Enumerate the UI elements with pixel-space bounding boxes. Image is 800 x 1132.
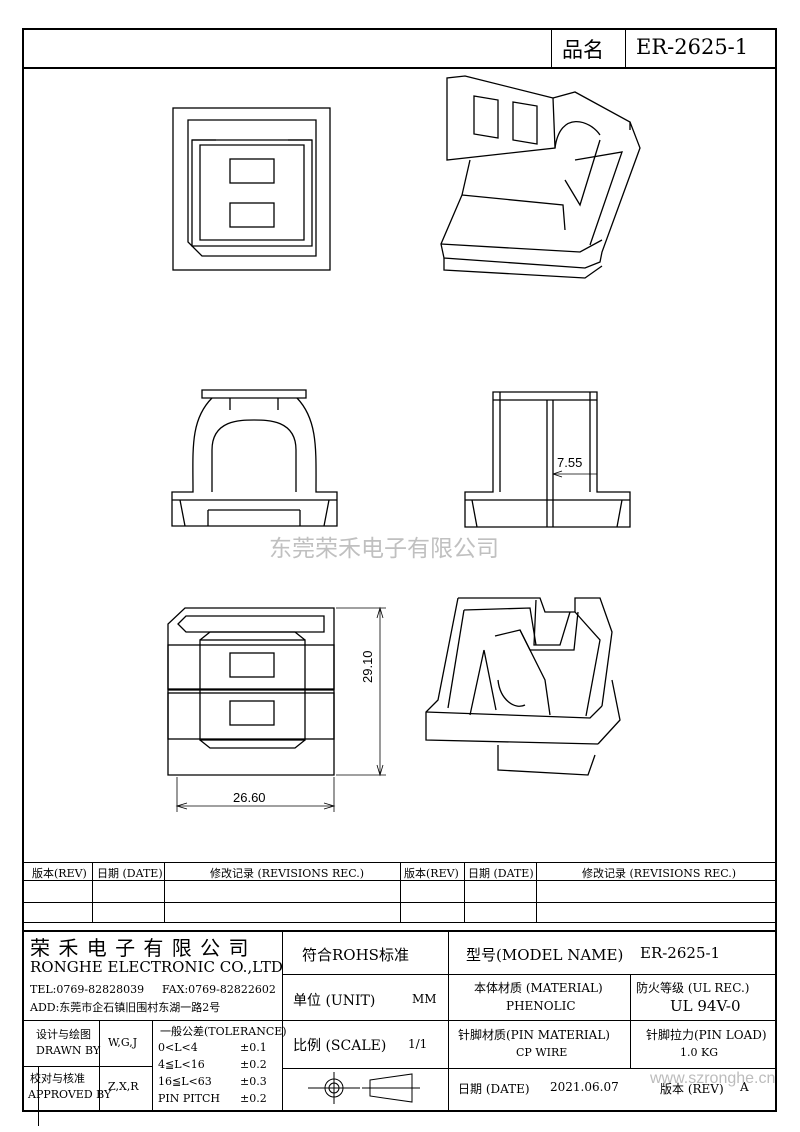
design-label: 设计与绘图 — [36, 1028, 91, 1041]
fire-rating-value: UL 94V-0 — [670, 997, 741, 1015]
company-name-cn: 荣 禾 电 子 有 限 公 司 — [30, 936, 250, 960]
company-fax: FAX:0769-82822602 — [162, 983, 276, 996]
title-block-divider — [99, 1020, 100, 1112]
company-tel: TEL:0769-82828039 — [30, 983, 145, 996]
unit-value: MM — [412, 992, 437, 1006]
watermark: 东莞荣禾电子有限公司 — [269, 535, 499, 561]
approved-by-label: APPROVED BY — [28, 1088, 112, 1101]
pin-load-value: 1.0 KG — [680, 1046, 718, 1059]
tolerance-value: ±0.1 — [240, 1041, 267, 1054]
unit-label: 单位 (UNIT) — [293, 993, 376, 1009]
version-value: A — [740, 1080, 749, 1094]
header-bottom-line — [22, 67, 777, 69]
side-view — [464, 391, 631, 528]
header-divider — [551, 28, 552, 68]
isometric-view-top — [440, 75, 641, 279]
model-label: 型号(MODEL NAME) — [466, 946, 624, 964]
rev-header-date: 日期 (DATE) — [97, 867, 163, 880]
check-label: 校对与核准 — [30, 1072, 85, 1085]
rev-header-date: 日期 (DATE) — [468, 867, 534, 880]
rev-table-divider — [536, 862, 537, 922]
tolerance-range: 4≦L<16 — [158, 1058, 205, 1071]
rev-table-line — [22, 902, 777, 903]
rev-table-line — [22, 880, 777, 881]
dimension-26-60 — [175, 777, 336, 812]
tolerance-value: ±0.2 — [240, 1092, 267, 1105]
isometric-view-bottom — [425, 597, 621, 776]
rohs-compliance: 符合ROHS标准 — [302, 946, 409, 964]
tolerance-title: 一般公差(TOLERANCE) — [160, 1025, 287, 1038]
title-block-divider — [152, 1020, 153, 1112]
rev-header-rev: 版本(REV) — [32, 867, 87, 880]
rev-header-record: 修改记录 (REVISIONS REC.) — [210, 867, 365, 880]
dimension-label-29-10: 29.10 — [360, 650, 375, 683]
material-value: PHENOLIC — [506, 999, 576, 1013]
signature-mark — [38, 1066, 39, 1126]
rev-table-divider — [92, 862, 93, 922]
date-value: 2021.06.07 — [550, 1080, 619, 1094]
pin-material-label: 针脚材质(PIN MATERIAL) — [458, 1028, 610, 1042]
version-label: 版本 (REV) — [660, 1082, 724, 1096]
scale-value: 1/1 — [408, 1037, 428, 1051]
title-block-line — [282, 1020, 777, 1021]
projection-symbol — [308, 1072, 420, 1104]
rev-table-divider — [164, 862, 165, 922]
product-name-value: ER-2625-1 — [636, 35, 749, 59]
drawing-frame — [22, 28, 777, 1112]
rev-table-divider — [464, 862, 465, 922]
rev-header-rev: 版本(REV) — [404, 867, 459, 880]
dimension-7-55 — [552, 470, 597, 478]
scale-label: 比例 (SCALE) — [293, 1038, 387, 1054]
rev-table-line — [22, 862, 777, 863]
fire-rating-label: 防火等级 (UL REC.) — [636, 981, 750, 995]
product-name-label: 品名 — [562, 38, 604, 62]
dimension-label-26-60: 26.60 — [233, 790, 266, 805]
drawn-by-value: W,G,J — [108, 1036, 138, 1049]
company-address: ADD:东莞市企石镇旧围村东湖一路2号 — [30, 1001, 221, 1014]
title-block-line — [22, 1066, 152, 1067]
model-value: ER-2625-1 — [640, 944, 721, 962]
bottom-view — [167, 607, 335, 776]
tolerance-range: 0<L<4 — [158, 1041, 198, 1054]
header-divider — [625, 28, 626, 68]
rev-header-record: 修改记录 (REVISIONS REC.) — [582, 867, 737, 880]
tolerance-range: 16≦L<63 — [158, 1075, 212, 1088]
dimension-29-10 — [336, 606, 386, 777]
title-block-divider — [282, 930, 283, 1112]
title-block-divider — [448, 930, 449, 1112]
pin-load-label: 针脚拉力(PIN LOAD) — [646, 1028, 767, 1042]
title-block-divider — [630, 974, 631, 1068]
drawn-by-label: DRAWN BY — [36, 1044, 101, 1057]
technical-drawing — [167, 75, 641, 812]
approved-by-value: Z,X,R — [108, 1080, 139, 1093]
pin-material-value: CP WIRE — [516, 1046, 568, 1059]
dimension-label-7-55: 7.55 — [557, 455, 583, 470]
title-block-top — [22, 930, 777, 932]
front-view — [171, 389, 338, 527]
top-view — [172, 107, 331, 271]
company-name-en: RONGHE ELECTRONIC CO.,LTD — [30, 958, 283, 976]
tolerance-value: ±0.2 — [240, 1058, 267, 1071]
date-label: 日期 (DATE) — [458, 1082, 530, 1096]
tolerance-range: PIN PITCH — [158, 1092, 220, 1105]
rev-table-divider — [400, 862, 401, 922]
title-block-line — [282, 974, 777, 975]
material-label: 本体材质 (MATERIAL) — [474, 981, 603, 995]
rev-table-line — [22, 922, 777, 923]
title-block-line — [282, 1068, 777, 1069]
tolerance-value: ±0.3 — [240, 1075, 267, 1088]
footer-watermark: www.szronghe.cn — [650, 1070, 776, 1087]
